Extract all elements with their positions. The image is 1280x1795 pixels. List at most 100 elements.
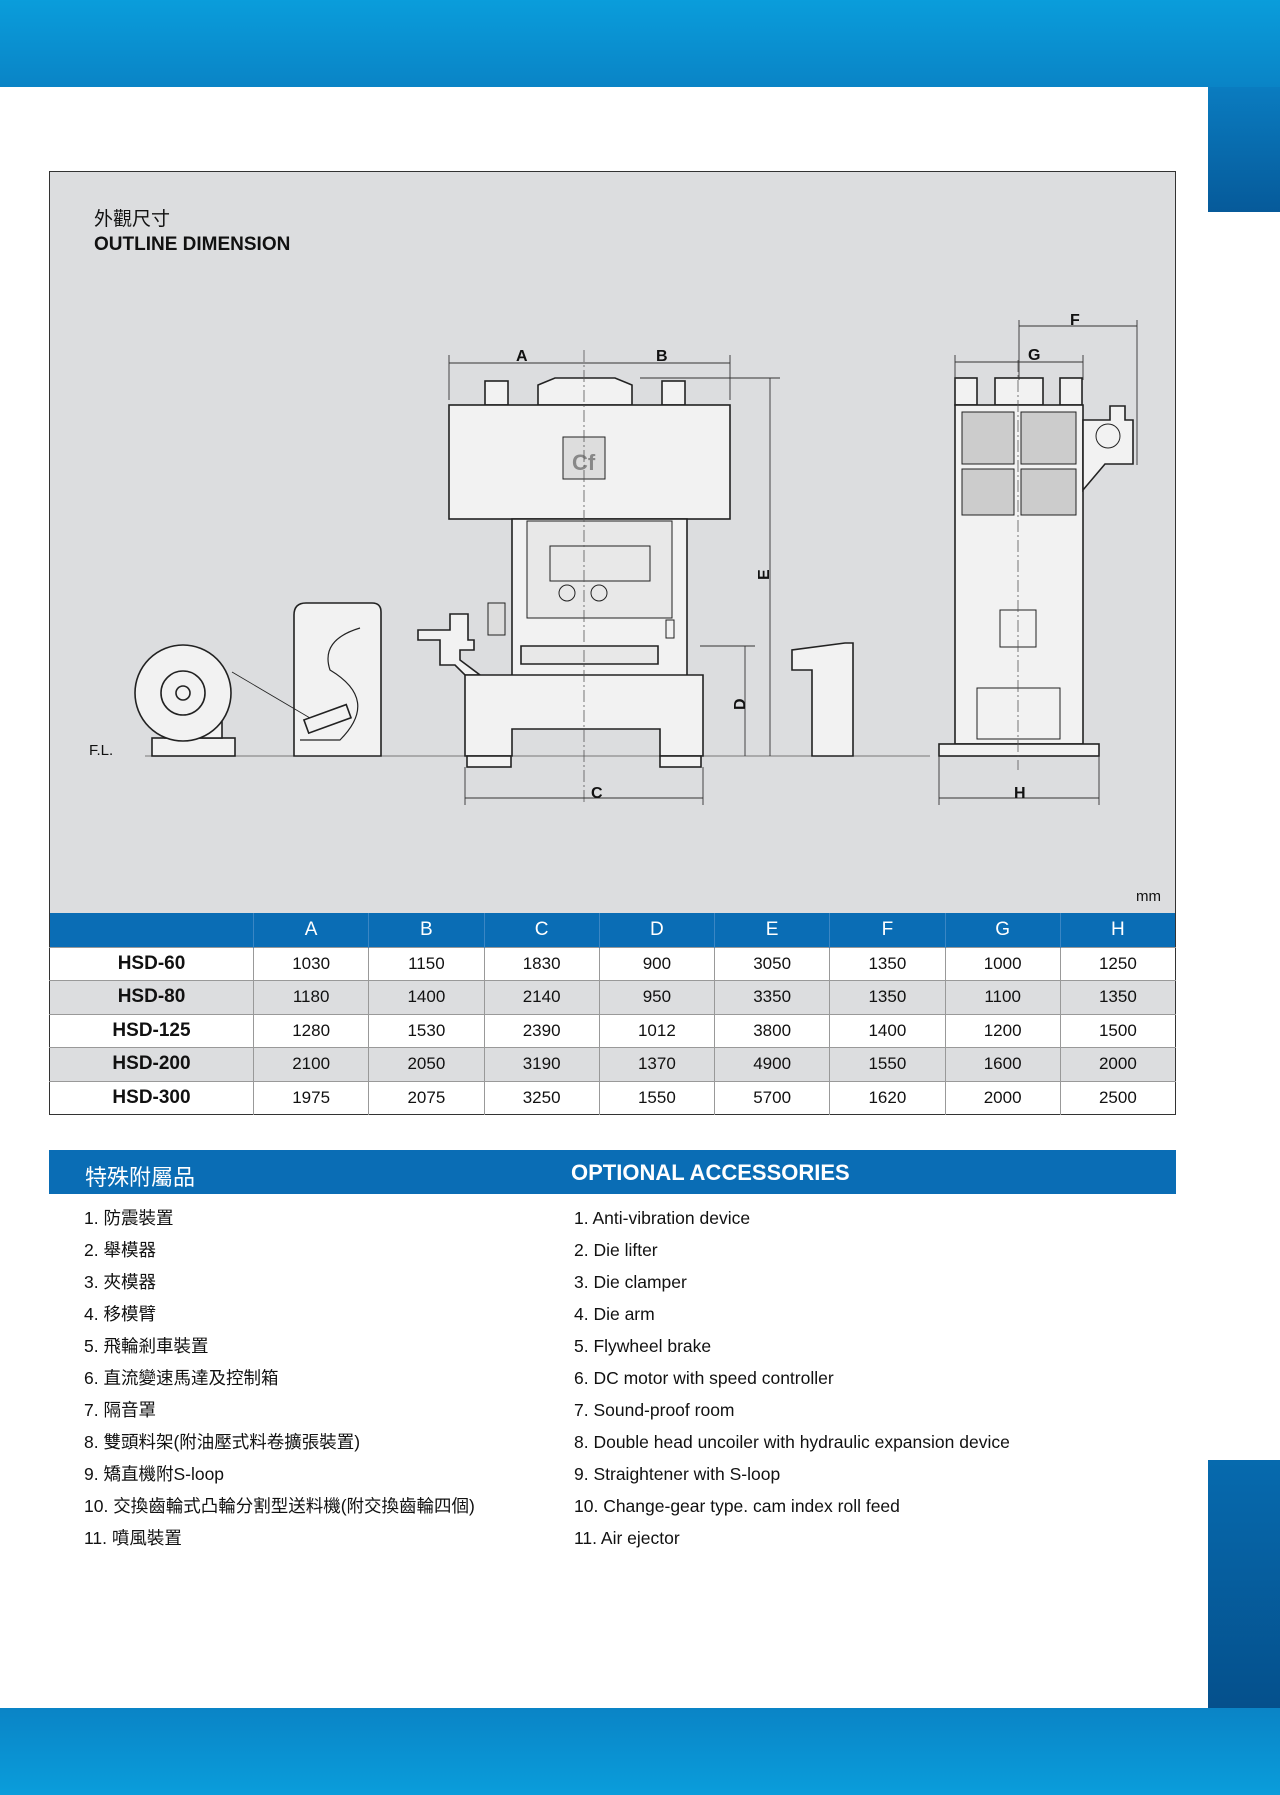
model-cell: HSD-125	[49, 1013, 254, 1048]
side-tab-bottom	[1208, 1460, 1280, 1708]
value-cell: 2500	[1059, 1080, 1176, 1115]
accessory-item: 3. 夾模器	[84, 1272, 156, 1292]
accessory-item: 4. 移模臂	[84, 1304, 156, 1324]
accessories-header: 特殊附屬品 OPTIONAL ACCESSORIES	[49, 1150, 1176, 1194]
uncoiler	[134, 644, 236, 757]
model-cell: HSD-200	[49, 1047, 254, 1081]
accessories-list-en: 1. Anti-vibration device 2. Die lifter 3. …	[574, 1202, 1010, 1554]
accessory-item: 11. Air ejector	[574, 1528, 680, 1548]
dim-label-e: E	[756, 569, 773, 580]
value-cell: 3800	[713, 1013, 830, 1048]
svg-text:Cf: Cf	[572, 450, 596, 475]
accessory-item: 1. 防震裝置	[84, 1208, 174, 1228]
value-cell: 1550	[829, 1047, 945, 1081]
press-front-view: Cf	[448, 350, 731, 805]
value-cell: 1500	[1059, 1013, 1176, 1048]
value-cell: 2390	[483, 1013, 600, 1048]
col-header: B	[368, 913, 484, 947]
col-header: G	[944, 913, 1061, 947]
accessory-item: 1. Anti-vibration device	[574, 1208, 751, 1228]
accessory-item: 5. 飛輪剎車裝置	[84, 1336, 209, 1356]
value-cell: 1250	[1059, 946, 1176, 981]
value-cell: 1280	[252, 1013, 369, 1048]
value-cell: 5700	[713, 1080, 830, 1115]
col-header: D	[598, 913, 715, 947]
col-header: C	[483, 913, 600, 947]
accessory-item: 10. 交換齒輪式凸輪分割型送料機(附交換齒輪四個)	[84, 1496, 475, 1516]
section-title-cn: 外觀尺寸	[94, 209, 171, 230]
press-side-view	[938, 360, 1134, 770]
accessory-item: 6. 直流變速馬達及控制箱	[84, 1368, 279, 1388]
value-cell: 2140	[483, 980, 600, 1014]
accessories-title-cn: 特殊附屬品	[85, 1165, 196, 1190]
col-header: E	[713, 913, 830, 947]
top-banner	[0, 0, 1280, 87]
accessory-item: 7. 隔音罩	[84, 1400, 156, 1420]
value-cell: 1012	[598, 1013, 715, 1048]
accessory-item: 9. Straightener with S-loop	[574, 1464, 781, 1484]
dim-label-h: H	[1014, 785, 1026, 802]
accessory-item: 3. Die clamper	[574, 1272, 687, 1292]
value-cell: 1200	[944, 1013, 1061, 1048]
accessory-item: 5. Flywheel brake	[574, 1336, 712, 1356]
value-cell: 2075	[368, 1080, 484, 1115]
value-cell: 3190	[483, 1047, 600, 1081]
value-cell: 1370	[598, 1047, 715, 1081]
floor-line: F.L.	[89, 742, 930, 759]
accessory-item: 8. Double head uncoiler with hydraulic e…	[574, 1432, 1010, 1452]
dim-label-f: F	[1070, 312, 1080, 329]
model-cell: HSD-60	[49, 946, 254, 981]
side-tab-top	[1208, 87, 1280, 212]
value-cell: 3250	[483, 1080, 600, 1115]
feeder	[417, 613, 483, 676]
value-cell: 1350	[1059, 980, 1176, 1014]
accessory-item: 2. Die lifter	[574, 1240, 658, 1260]
value-cell: 2000	[1059, 1047, 1176, 1081]
value-cell: 1530	[368, 1013, 484, 1048]
dim-label-a: A	[516, 348, 528, 365]
value-cell: 3050	[713, 946, 830, 981]
dim-label-d: D	[732, 698, 749, 710]
value-cell: 1180	[252, 980, 369, 1014]
model-cell: HSD-80	[49, 980, 254, 1014]
straightener	[231, 602, 382, 757]
value-cell: 1000	[944, 946, 1061, 981]
accessories-title-en: OPTIONAL ACCESSORIES	[571, 1160, 850, 1185]
accessory-item: 4. Die arm	[574, 1304, 655, 1324]
value-cell: 1400	[829, 1013, 945, 1048]
value-cell: 1100	[944, 980, 1061, 1014]
col-header: F	[829, 913, 945, 947]
value-cell: 2050	[368, 1047, 484, 1081]
dim-label-b: B	[656, 348, 668, 365]
value-cell: 900	[598, 946, 715, 981]
value-cell: 3350	[713, 980, 830, 1014]
accessory-item: 11. 噴風裝置	[84, 1528, 182, 1548]
dim-label-g: G	[1028, 347, 1040, 364]
dim-label-c: C	[591, 785, 603, 802]
value-cell: 1030	[252, 946, 369, 981]
value-cell: 1350	[829, 946, 945, 981]
value-cell: 1400	[368, 980, 484, 1014]
value-cell: 1830	[483, 946, 600, 981]
accessory-item: 2. 舉模器	[84, 1240, 156, 1260]
value-cell: 1150	[368, 946, 484, 981]
value-cell: 2100	[252, 1047, 369, 1081]
svg-text:F.L.: F.L.	[89, 742, 113, 759]
value-cell: 1600	[944, 1047, 1061, 1081]
value-cell: 1620	[829, 1080, 945, 1115]
model-cell: HSD-300	[49, 1080, 254, 1115]
control-stand	[791, 642, 854, 757]
value-cell: 4900	[713, 1047, 830, 1081]
bottom-banner	[0, 1708, 1280, 1795]
accessory-item: 6. DC motor with speed controller	[574, 1368, 834, 1388]
value-cell: 950	[598, 980, 715, 1014]
accessory-item: 9. 矯直機附S-loop	[84, 1464, 225, 1484]
accessory-item: 8. 雙頭料架(附油壓式料卷擴張裝置)	[84, 1432, 361, 1452]
